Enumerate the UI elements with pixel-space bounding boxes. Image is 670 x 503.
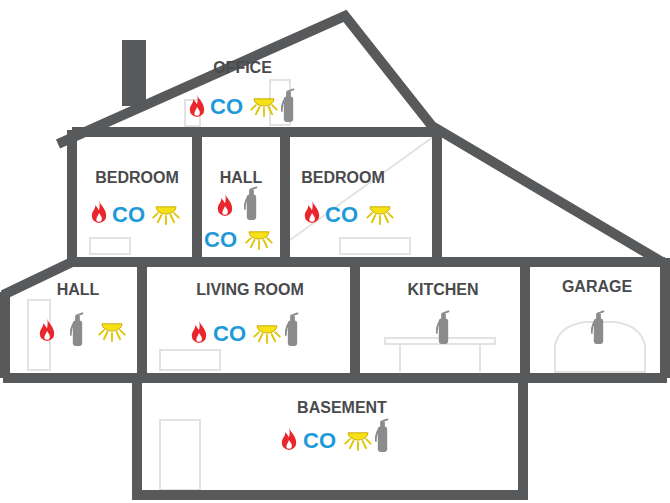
co-detector-label: CO bbox=[204, 228, 237, 252]
co-detector-label: CO bbox=[210, 95, 243, 119]
extinguisher-icon bbox=[71, 313, 83, 346]
co-detector-label: CO bbox=[112, 203, 145, 227]
room-label: KITCHEN bbox=[363, 280, 523, 300]
room-label: GARAGE bbox=[532, 277, 662, 297]
room-label: BASEMENT bbox=[262, 398, 422, 418]
smoke-detector-icon bbox=[345, 433, 370, 450]
smoke-detector-icon bbox=[254, 326, 279, 343]
flame-icon bbox=[282, 427, 296, 450]
room-region: BEDROOM CO bbox=[290, 168, 396, 250]
chimney bbox=[122, 40, 146, 106]
room-label: HALL bbox=[202, 168, 280, 188]
extinguisher-icon bbox=[437, 311, 449, 344]
flame-icon bbox=[192, 320, 206, 343]
house-walls bbox=[3, 16, 667, 495]
extinguisher-icon bbox=[286, 313, 298, 346]
room-region: GARAGE bbox=[532, 277, 662, 357]
room-label: BEDROOM bbox=[80, 168, 194, 188]
flame-icon bbox=[218, 193, 232, 216]
flame-icon bbox=[190, 94, 204, 117]
room-label: HALL bbox=[16, 280, 140, 300]
co-detector-label: CO bbox=[303, 429, 336, 453]
room-label: BEDROOM bbox=[290, 168, 396, 188]
extinguisher-icon bbox=[376, 419, 388, 452]
co-detector-label: CO bbox=[325, 203, 358, 227]
co-detector-label: CO bbox=[213, 322, 246, 346]
room-label: LIVING ROOM bbox=[150, 280, 350, 300]
flame-icon bbox=[92, 200, 106, 223]
room-region: KITCHEN bbox=[363, 280, 523, 360]
smoke-detector-icon bbox=[99, 324, 124, 341]
room-region: HALL CO bbox=[202, 168, 280, 250]
room-label: OFFICE bbox=[150, 58, 335, 78]
room-region: BASEMENT CO bbox=[262, 398, 422, 478]
room-region: OFFICE CO bbox=[150, 58, 335, 124]
flame-icon bbox=[40, 318, 54, 341]
room-region: HALL bbox=[16, 280, 140, 360]
smoke-detector-icon bbox=[251, 99, 276, 116]
smoke-detector-icon bbox=[246, 232, 271, 249]
extinguisher-icon bbox=[592, 311, 604, 344]
extinguisher-icon bbox=[245, 187, 257, 220]
smoke-detector-icon bbox=[367, 207, 392, 224]
furniture-sketch bbox=[28, 80, 645, 490]
smoke-detector-icon bbox=[153, 207, 178, 224]
room-region: BEDROOM CO bbox=[80, 168, 194, 250]
room-region: LIVING ROOM CO bbox=[150, 280, 350, 360]
extinguisher-icon bbox=[282, 89, 294, 122]
flame-icon bbox=[305, 200, 319, 223]
